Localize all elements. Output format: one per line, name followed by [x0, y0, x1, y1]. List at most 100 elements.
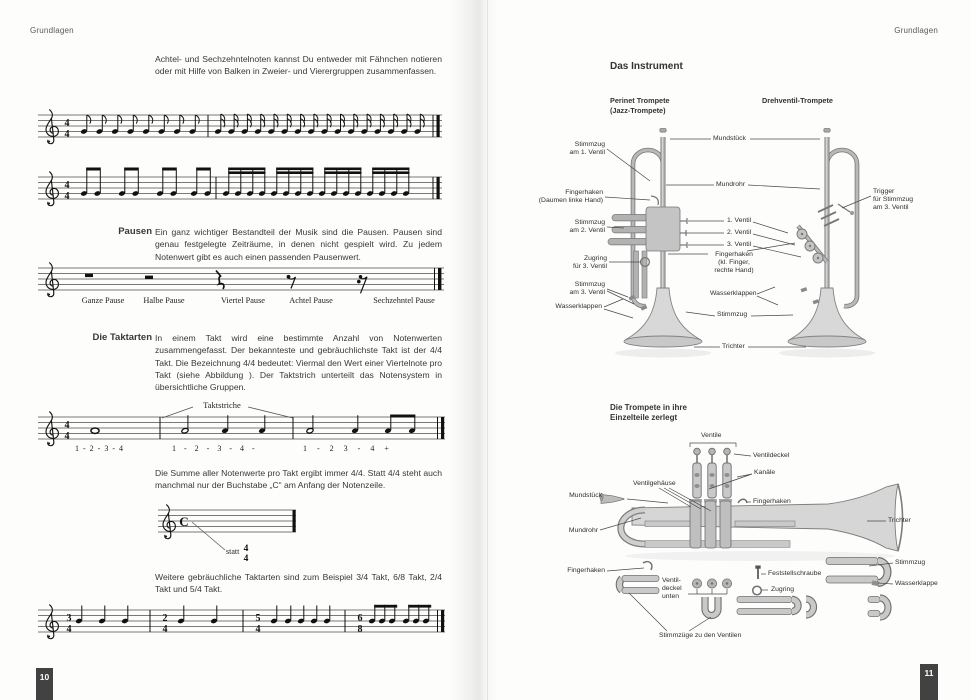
time-signature-digit: 6	[358, 613, 363, 624]
label-ventil-2: 2. Ventil	[727, 229, 752, 236]
detached-slides-drawing	[615, 557, 892, 621]
trumpet-body-drawing	[599, 483, 904, 552]
pausen-paragraph: Ein ganz wichtiger Bestandteil der Musik…	[155, 227, 442, 262]
staff-beamed-notes: 4 4	[38, 160, 442, 207]
label-ventildeckel-unten: Ventil- deckel unten	[662, 577, 682, 601]
counting-measure-3: 1 - 2 3 - 4 +	[303, 444, 390, 453]
label-mundrohr: Mundrohr	[716, 181, 746, 188]
taktarten-heading: Die Taktarten	[92, 332, 152, 343]
time-signature-digit: 8	[358, 624, 363, 635]
whole-rest	[85, 273, 93, 278]
label-mundstueck: Mundstück	[713, 135, 746, 142]
thumb-hook	[650, 195, 659, 206]
page-gutter-line	[487, 0, 488, 700]
perinet-trumpet-drawing	[607, 128, 703, 348]
label-stimmzug-3-ventil: Stimmzug am 3. Ventil	[569, 281, 605, 297]
exploded-view-heading: Die Trompete in ihre Einzelteile zerlegt	[610, 403, 687, 422]
time-signature-digit: 4	[65, 118, 70, 129]
taktstriche-pointer-lines	[161, 406, 294, 419]
staff-other-meters: 3 4 2 4 5 4 6 8	[38, 604, 445, 640]
label-trichter-exploded: Trichter	[888, 517, 911, 524]
statt-fraction-numerator: 4	[244, 544, 249, 554]
rotary-trumpet-drawing	[787, 128, 867, 348]
trumpet-front-views-illustration	[603, 128, 875, 358]
taktarten-paragraph: In einem Takt wird eine bestimmte Anzahl…	[155, 333, 442, 393]
whole-note	[90, 427, 100, 435]
time-signature-digit: 4	[67, 624, 72, 635]
staff-flagged-notes: 4 4	[38, 109, 442, 145]
running-header-left: Grundlagen	[30, 26, 74, 35]
label-trigger: Trigger für Stimmzug am 3. Ventil	[873, 188, 914, 212]
label-kanaele: Kanäle	[754, 469, 776, 476]
time-signature-digit: 4	[65, 191, 70, 202]
page-number-left: 10	[36, 668, 53, 700]
bell	[788, 287, 866, 341]
page-number-right: 11	[920, 664, 938, 700]
weitere-paragraph: Weitere gebräuchliche Taktarten sind zum…	[155, 572, 442, 595]
quarter-rest	[215, 269, 225, 290]
time-signature-digit: 4	[65, 180, 70, 191]
label-feststellschraube: Feststellschraube	[768, 570, 822, 577]
rest-label-viertel: Viertel Pause	[221, 296, 265, 305]
page-gutter-shadow	[450, 0, 498, 700]
common-time-symbol: C	[179, 514, 188, 529]
label-ventil-1: 1. Ventil	[727, 217, 752, 224]
statt-fraction-denominator: 4	[244, 554, 249, 564]
time-signature-digit: 3	[67, 613, 72, 624]
rest-label-ganze: Ganze Pause	[81, 296, 125, 305]
rotary-trumpet-caption: Drehventil-Trompete	[762, 96, 833, 105]
intro-paragraph: Achtel- und Sechzehntelnoten kannst Du e…	[155, 54, 442, 77]
label-mundstueck-exploded: Mundstück	[569, 492, 602, 499]
valve-pistons-drawing	[692, 447, 732, 499]
label-fingerhaken-left: Fingerhaken	[567, 567, 605, 574]
mouthpiece	[600, 494, 625, 504]
rest-label-achtel: Achtel Pause	[289, 296, 333, 305]
staff-rests	[38, 262, 444, 298]
slide-ring	[751, 585, 763, 596]
staff-44-measures: 4 4	[38, 411, 445, 447]
label-zugring-3-ventil: Zugring für 3. Ventil	[572, 255, 607, 271]
trumpet-exploded-illustration	[599, 442, 904, 632]
label-stimmzug: Stimmzug	[717, 311, 748, 318]
eighth-rest	[286, 274, 297, 289]
label-stimmzug-2-ventil: Stimmzug am 2. Ventil	[569, 219, 605, 235]
water-key	[871, 580, 880, 587]
label-ventile: Ventile	[701, 432, 722, 439]
label-wasserklappe: Wasserklappe	[895, 580, 938, 587]
leader-lines	[599, 442, 894, 632]
counting-measure-2: 1 - 2 - 3 - 4 -	[172, 444, 256, 453]
trigger-rod	[837, 203, 851, 213]
leader-lines	[603, 138, 872, 348]
statt-pointer-line	[191, 521, 226, 551]
time-signature-digit: 2	[163, 613, 168, 624]
label-zugring: Zugring	[771, 586, 795, 593]
label-trichter: Trichter	[722, 343, 745, 350]
pausen-heading: Pausen	[118, 226, 152, 237]
mouthpiece	[823, 128, 831, 133]
label-wasserklappen-right: Wasserklappen	[710, 290, 757, 297]
half-rest	[145, 275, 153, 279]
ventile-bracket	[689, 442, 737, 447]
counting-measure-1: 1 - 2 - 3 - 4	[75, 444, 124, 453]
rest-label-sechzehntel: Sechzehntel Pause	[373, 296, 435, 305]
label-ventildeckel: Ventildeckel	[753, 452, 790, 459]
label-wasserklappen-left: Wasserklappen	[555, 303, 602, 310]
time-signature-digit: 4	[256, 624, 261, 635]
staff-common-time: C statt 4 4	[158, 504, 296, 564]
time-signature-digit: 4	[65, 420, 70, 431]
label-ventil-3: 3. Ventil	[727, 241, 752, 248]
label-stimmzug-exploded: Stimmzug	[895, 559, 926, 566]
time-signature-digit: 4	[65, 129, 70, 140]
running-header-right: Grundlagen	[894, 26, 938, 35]
mouthpiece	[659, 128, 667, 133]
statt-label: statt	[226, 547, 240, 556]
label-stimmzug-1-ventil: Stimmzug am 1. Ventil	[569, 141, 605, 157]
finger-hook	[737, 498, 748, 504]
label-fingerhaken-kl-finger: Fingerhaken (kl. Finger, rechte Hand)	[714, 251, 754, 275]
instrument-title: Das Instrument	[610, 61, 683, 72]
time-signature-digit: 4	[65, 431, 70, 442]
sixteenth-rest	[357, 275, 368, 294]
time-signature-digit: 5	[256, 613, 261, 624]
summe-paragraph: Die Summe aller Notenwerte pro Takt ergi…	[155, 468, 442, 491]
